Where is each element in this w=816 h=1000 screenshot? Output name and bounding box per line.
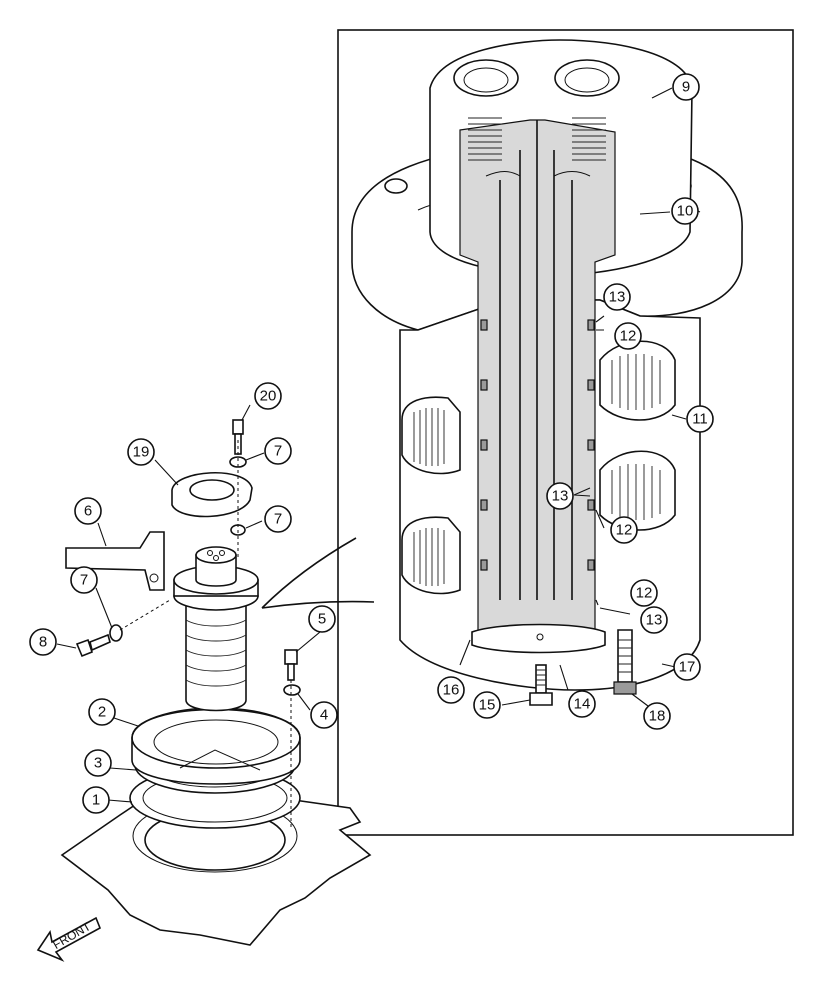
callout-20: 20: [254, 382, 282, 410]
svg-text:13: 13: [609, 289, 626, 306]
svg-text:17: 17: [679, 659, 696, 676]
svg-text:6: 6: [84, 503, 92, 520]
seal-grooves: [480, 319, 595, 571]
callout-11: 11: [686, 405, 714, 433]
callout-4: 4: [310, 701, 338, 729]
svg-text:12: 12: [620, 328, 637, 345]
callout-7-mid: 7: [264, 505, 292, 533]
callout-12-middle: 12: [610, 516, 638, 544]
detail-inset: [261, 29, 794, 836]
callout-12-lower: 12: [630, 579, 658, 607]
center-passages: [499, 120, 573, 600]
callout-7-bracket: 7: [70, 566, 98, 594]
rotor-spool: [173, 546, 259, 712]
svg-text:14: 14: [574, 696, 591, 713]
cover-bolt: [529, 664, 553, 706]
leader-lines: [56, 87, 687, 803]
callout-16: 16: [437, 676, 465, 704]
exploded-assembly: [60, 419, 372, 946]
svg-text:8: 8: [39, 634, 47, 651]
svg-text:20: 20: [260, 388, 277, 405]
swing-bearing: [131, 708, 301, 785]
bolt-8: [75, 633, 111, 658]
callout-14: 14: [568, 690, 596, 718]
svg-text:11: 11: [692, 411, 708, 428]
rotating-joint-cutaway: [351, 39, 743, 706]
svg-text:7: 7: [274, 511, 282, 528]
svg-text:18: 18: [649, 708, 666, 725]
callout-6: 6: [74, 497, 102, 525]
svg-text:13: 13: [552, 488, 569, 505]
drain-plug: [613, 629, 637, 695]
front-arrow-shape: [36, 916, 102, 962]
svg-text:15: 15: [479, 697, 496, 714]
callout-17: 17: [673, 653, 701, 681]
stopper-bracket: [65, 531, 165, 591]
top-cover: [171, 471, 253, 518]
hub-port-left: [453, 59, 519, 97]
flange-hole-left: [384, 178, 408, 194]
callouts: 1 2 3 4 5 6 7 7 7 8 9 10 11 12 12 1: [29, 73, 714, 814]
body-ports-right: [599, 340, 676, 531]
callout-2: 2: [88, 698, 116, 726]
body-ports-left: [401, 396, 461, 595]
svg-text:10: 10: [677, 203, 694, 220]
callout-1: 1: [82, 786, 110, 814]
callout-9: 9: [672, 73, 700, 101]
svg-text:7: 7: [274, 443, 282, 460]
callout-7-top: 7: [264, 437, 292, 465]
svg-text:16: 16: [443, 682, 460, 699]
callout-8: 8: [29, 628, 57, 656]
svg-text:7: 7: [80, 572, 88, 589]
washer-7-bracket: [109, 624, 123, 642]
svg-text:13: 13: [646, 612, 663, 629]
detail-frame: [337, 29, 794, 836]
callout-12-upper: 12: [614, 322, 642, 350]
svg-text:9: 9: [682, 79, 690, 96]
svg-text:2: 2: [98, 704, 106, 721]
callout-19: 19: [127, 438, 155, 466]
callout-10: 10: [671, 197, 699, 225]
svg-text:3: 3: [94, 755, 102, 772]
zoom-wedge: [261, 537, 375, 609]
bolt-5: [284, 649, 298, 681]
svg-text:12: 12: [636, 585, 653, 602]
callout-18: 18: [643, 702, 671, 730]
svg-text:12: 12: [616, 522, 633, 539]
hub-port-right: [554, 59, 620, 97]
svg-text:4: 4: [320, 707, 328, 724]
svg-text:5: 5: [318, 611, 326, 628]
washer-4: [283, 684, 301, 696]
callout-13-lower: 13: [640, 606, 668, 634]
svg-text:19: 19: [133, 444, 150, 461]
callout-13-upper: 13: [603, 283, 631, 311]
callout-13-middle: 13: [546, 482, 574, 510]
callout-5: 5: [308, 605, 336, 633]
callout-15: 15: [473, 691, 501, 719]
callout-3: 3: [84, 749, 112, 777]
svg-text:1: 1: [92, 792, 100, 809]
bottom-cover: [471, 623, 606, 654]
port-threads: [468, 117, 606, 161]
front-arrow: FRONT: [36, 916, 102, 962]
